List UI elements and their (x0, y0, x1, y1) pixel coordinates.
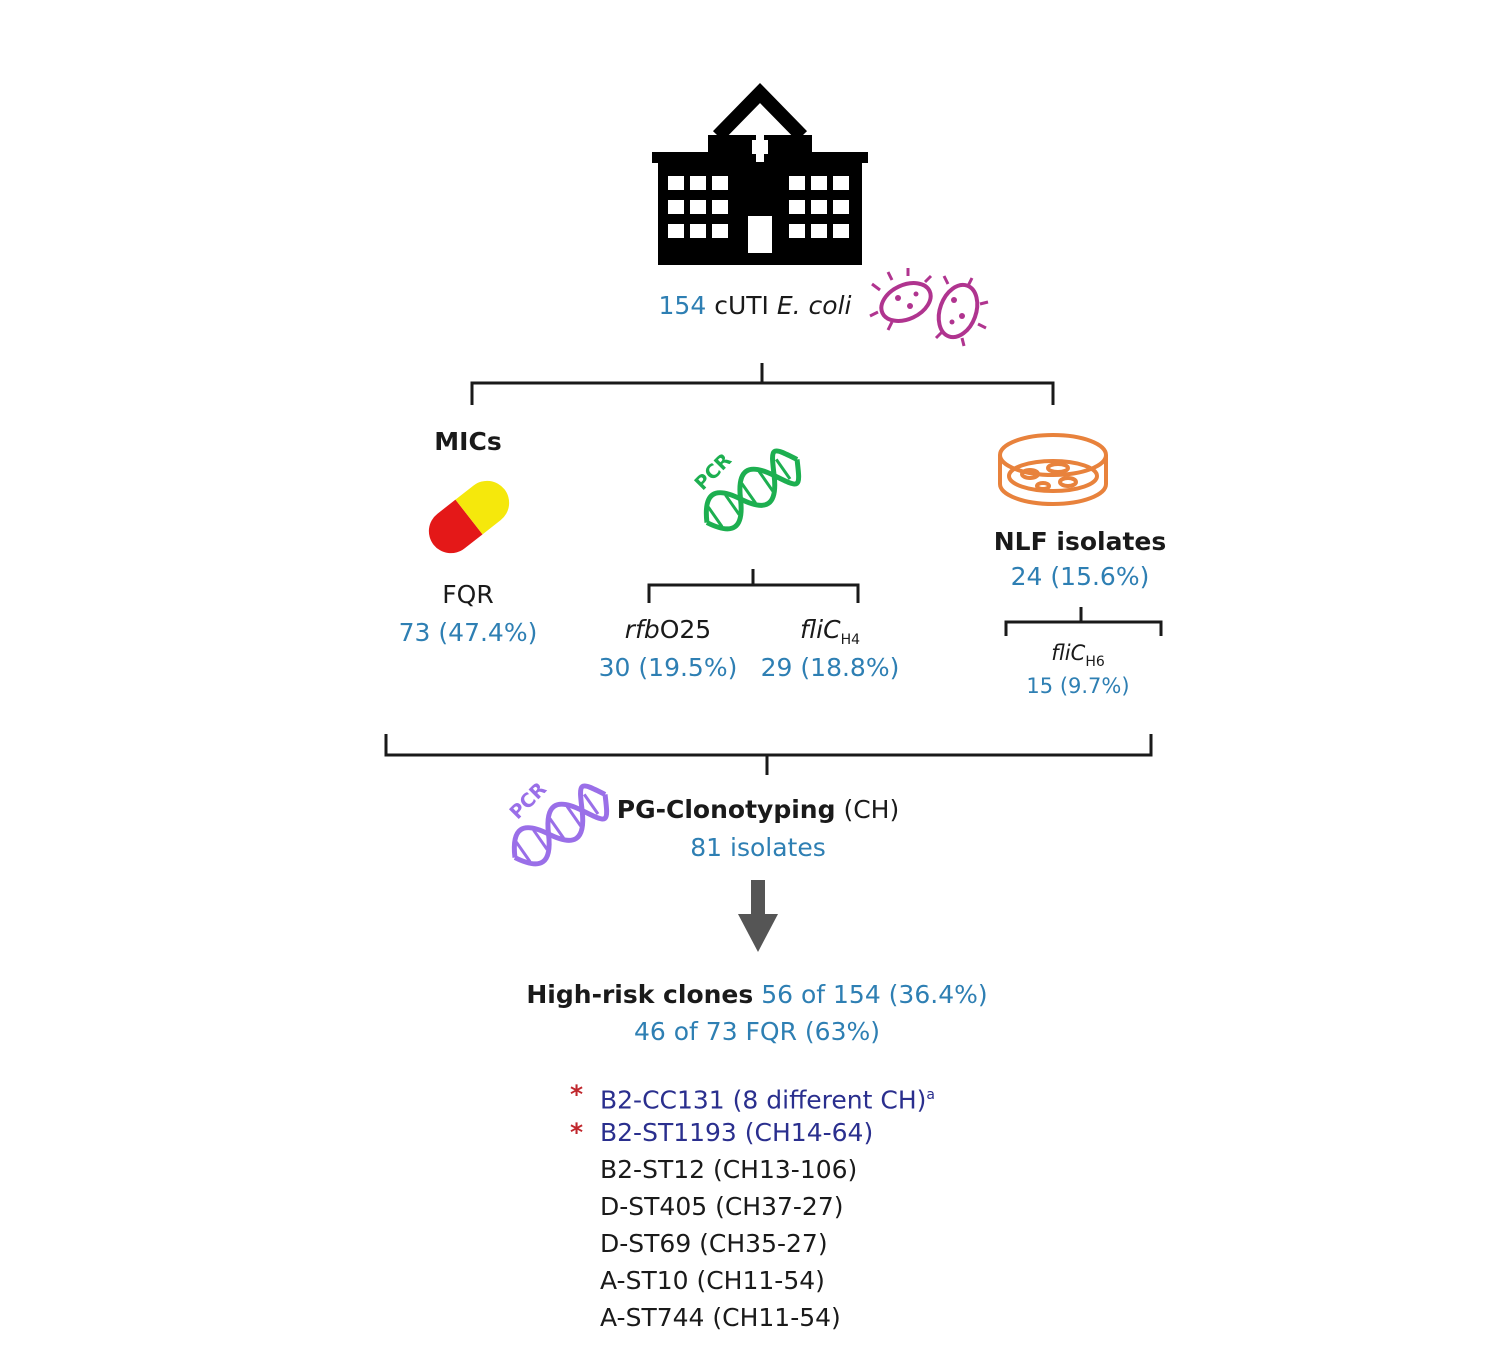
organism-name: E. coli (776, 291, 852, 320)
header-label: cUTI (714, 291, 769, 320)
flic-h6-label: fliCH6 (1051, 638, 1105, 677)
star-marker: * (570, 1080, 584, 1109)
nlf-count: 24 (15.6%) (1010, 562, 1150, 591)
arrow-down-icon (738, 880, 778, 952)
gene-italic: rfb (624, 615, 660, 644)
clone-item: B2-ST12 (CH13-106) (600, 1155, 858, 1184)
clonotyping-name: PG-Clonotyping (616, 795, 836, 824)
gene-italic: fliC (1051, 641, 1086, 665)
nlf-bracket (1004, 607, 1163, 636)
hospital-icon (652, 82, 868, 265)
flic-h4-label: fliCH4 (800, 615, 860, 655)
clone-item: B2-CC131 (8 different CH)a (600, 1080, 935, 1115)
fqr-label: FQR (442, 580, 494, 609)
gene-subscript: H6 (1085, 654, 1105, 670)
rfbo25-count: 30 (19.5%) (598, 653, 738, 682)
flic-h6-count: 15 (9.7%) (1026, 674, 1130, 698)
footnote-marker: a (926, 1087, 935, 1103)
dna-pcr-icon (511, 783, 610, 867)
high-risk-title: High-risk clones 56 of 154 (36.4%) (526, 980, 987, 1010)
high-risk-fqr-stat: 46 of 73 FQR (63%) (633, 1017, 881, 1046)
capsule-icon (428, 480, 510, 554)
clone-item: A-ST10 (CH11-54) (600, 1266, 825, 1295)
gene-subscript: H4 (840, 632, 860, 648)
dna-pcr-icon (703, 448, 802, 532)
clone-item: A-ST744 (CH11-54) (600, 1303, 841, 1332)
fqr-count: 73 (47.4%) (398, 618, 538, 647)
gene-italic: fliC (800, 615, 841, 644)
clone-item: D-ST405 (CH37-27) (600, 1192, 844, 1221)
clone-item: B2-ST1193 (CH14-64) (600, 1118, 874, 1147)
high-risk-label: High-risk clones (526, 980, 754, 1009)
clone-item: D-ST69 (CH35-27) (600, 1229, 828, 1258)
bacteria-icon (869, 268, 989, 347)
gene-suffix: O25 (659, 615, 712, 644)
star-marker: * (570, 1118, 584, 1147)
high-risk-stat: 56 of 154 (36.4%) (761, 980, 988, 1009)
clonotyping-suffix: (CH) (843, 795, 900, 824)
header-title: 154 cUTI E. coli (659, 291, 852, 321)
clone-text: B2-CC131 (8 different CH) (600, 1085, 927, 1115)
clonotyping-title: PG-Clonotyping (CH) (617, 795, 899, 825)
top-bracket (470, 363, 1055, 405)
petri-dish-icon (998, 433, 1108, 506)
rfbo25-label: rfbO25 (625, 615, 711, 645)
clonotyping-count: 81 isolates (690, 833, 826, 862)
nlf-title: NLF isolates (993, 527, 1167, 556)
mics-title: MICs (434, 427, 502, 456)
pcr-bracket (647, 569, 860, 603)
isolate-count: 154 (658, 291, 707, 320)
flic-h4-count: 29 (18.8%) (760, 653, 900, 682)
lower-bracket (384, 734, 1153, 775)
